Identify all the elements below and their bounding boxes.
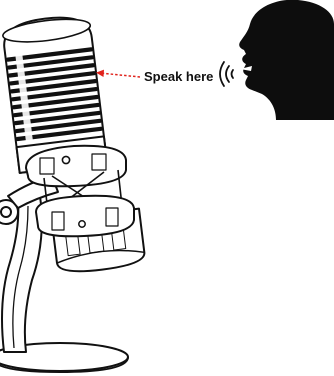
- speak-here-callout: Speak here: [96, 69, 213, 84]
- yoke-knob-center: [1, 207, 11, 217]
- sound-waves-icon: [220, 62, 233, 86]
- mount-screw-icon: [62, 156, 69, 163]
- head-silhouette-icon: [239, 0, 334, 120]
- callout-arrow-line: [100, 73, 140, 77]
- shock-mount-upper-ring: [26, 146, 126, 187]
- shock-mount-lower-ring: [36, 196, 134, 237]
- mount-screw-lower-icon: [79, 221, 85, 227]
- callout-label: Speak here: [144, 69, 213, 84]
